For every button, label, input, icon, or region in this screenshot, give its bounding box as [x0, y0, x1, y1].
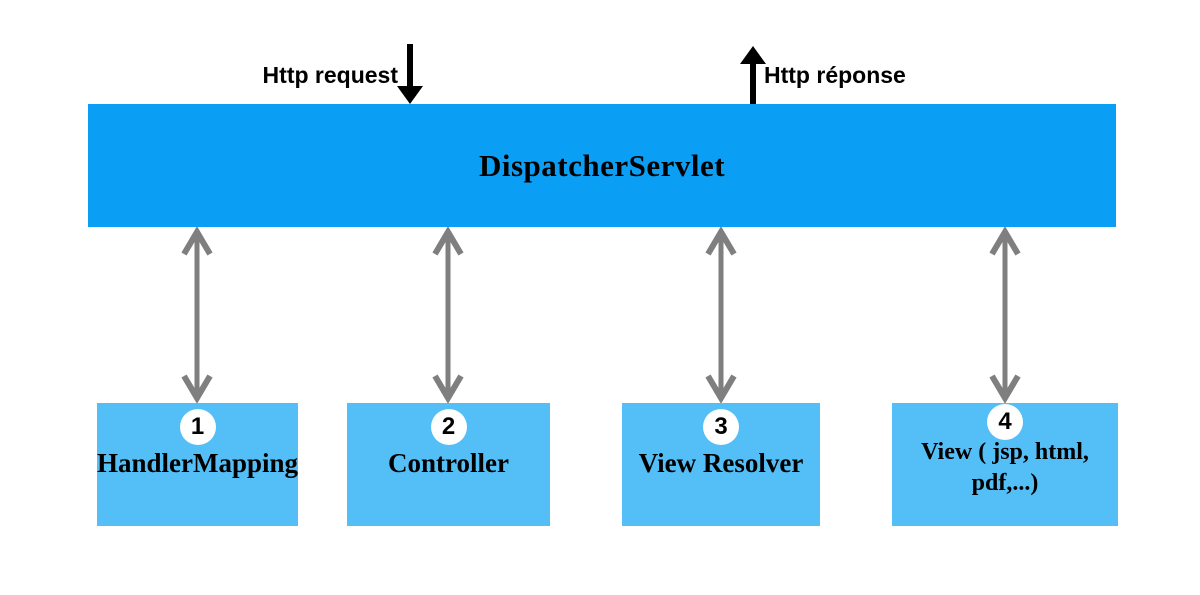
dispatcher-servlet-title: DispatcherServlet	[478, 147, 726, 183]
box-view: 4 View ( jsp, html, pdf,...)	[892, 403, 1118, 526]
double-arrow-icon-3	[703, 226, 739, 408]
box-view-label-line1: View ( jsp, html,	[921, 439, 1089, 465]
step-badge-4: 4	[987, 404, 1023, 440]
http-request-label: Http request	[262, 62, 398, 88]
double-arrow-icon-4	[987, 226, 1023, 408]
box-handler-mapping-label: HandlerMapping	[96, 448, 299, 478]
box-controller-label: Controller	[388, 448, 509, 478]
box-view-label: View ( jsp, html, pdf,...)	[921, 437, 1089, 499]
box-handler-mapping: 1 HandlerMapping	[97, 403, 298, 526]
box-view-resolver: 3 View Resolver	[622, 403, 820, 526]
box-controller: 2 Controller	[347, 403, 550, 526]
step-badge-2: 2	[430, 409, 467, 445]
box-view-resolver-label: View Resolver	[638, 448, 804, 478]
double-arrow-icon-2	[430, 226, 466, 408]
down-arrow-icon	[394, 44, 426, 109]
step-badge-1: 1	[179, 409, 216, 445]
step-badge-3: 3	[703, 409, 739, 445]
http-response-label: Http réponse	[764, 62, 906, 88]
dispatcher-servlet-bar: DispatcherServlet	[88, 104, 1116, 227]
double-arrow-icon-1	[179, 226, 215, 408]
box-view-label-line2: pdf,...)	[971, 470, 1039, 496]
up-arrow-icon	[737, 46, 769, 109]
